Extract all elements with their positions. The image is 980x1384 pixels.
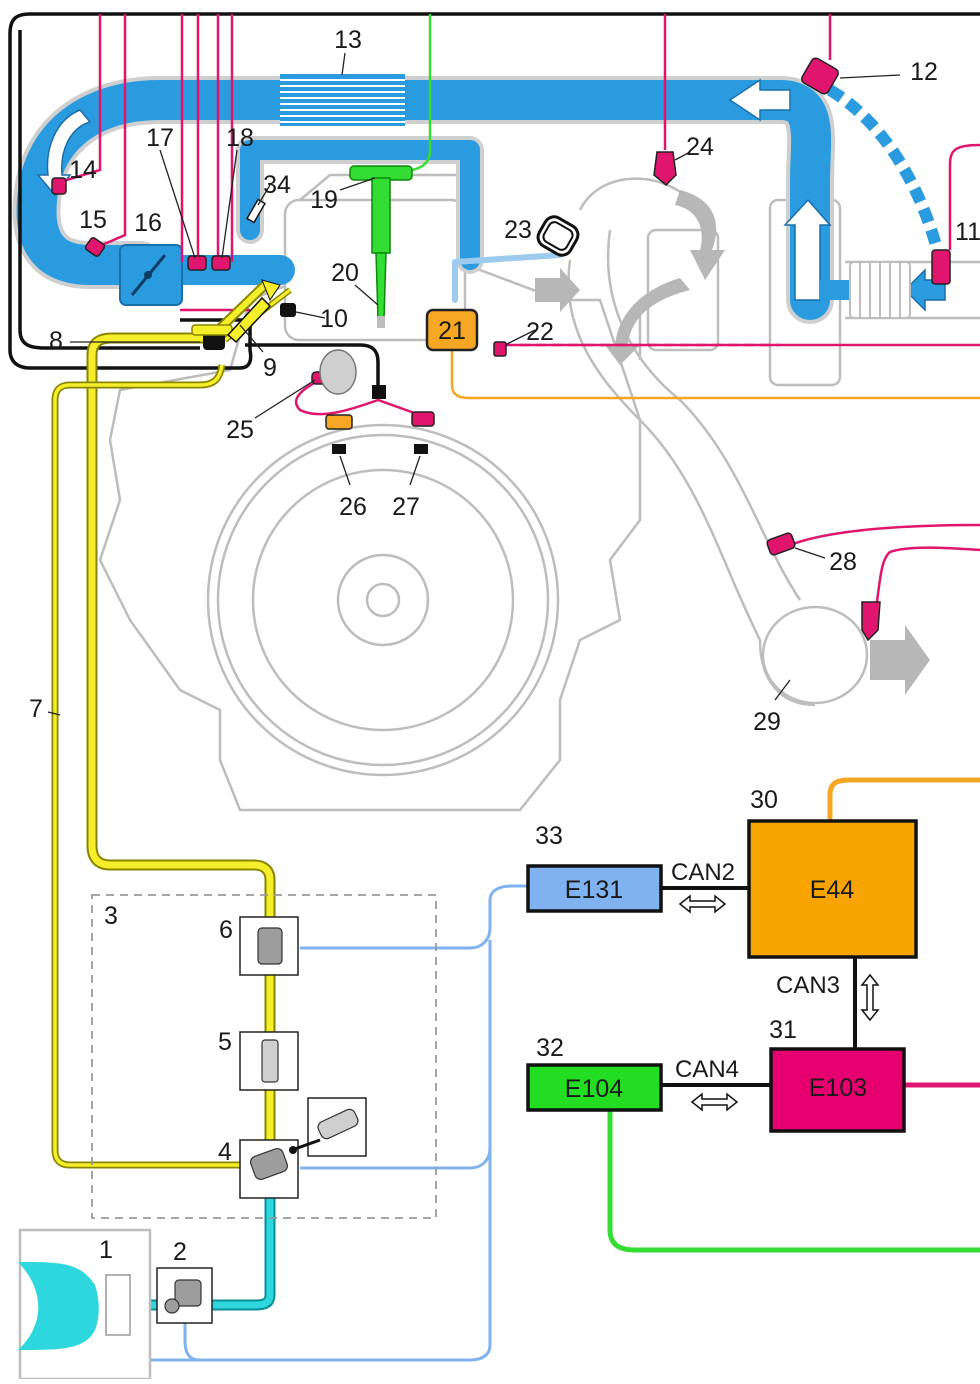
- can3-label: CAN3: [776, 972, 840, 999]
- callout-11: 11: [955, 218, 980, 246]
- callout-14: 14: [69, 156, 97, 184]
- callout-24: 24: [686, 133, 714, 161]
- callout-10: 10: [320, 305, 348, 333]
- callout-6: 6: [219, 916, 233, 944]
- throttle-body: [120, 245, 182, 305]
- exhaust-pipes: [568, 179, 980, 640]
- callout-22: 22: [526, 318, 554, 346]
- callout-13: 13: [334, 26, 362, 54]
- callout-2: 2: [173, 1238, 187, 1266]
- callout-12: 12: [910, 58, 938, 86]
- callout-32: 32: [536, 1034, 564, 1062]
- charge-air-cooler: [280, 74, 405, 126]
- callout-16: 16: [134, 209, 162, 237]
- callout-31: 31: [769, 1016, 797, 1044]
- e44-power-orange: [830, 780, 980, 822]
- callout-34: 34: [263, 171, 291, 199]
- fuel-tank: [18, 1230, 150, 1379]
- callout-26: 26: [339, 493, 367, 521]
- callout-29: 29: [753, 708, 781, 736]
- callout-8: 8: [49, 327, 63, 355]
- callout-25: 25: [226, 416, 254, 444]
- ecu-e103[interactable]: E103: [771, 1049, 904, 1131]
- ecu-e44-label: E44: [810, 876, 855, 904]
- callout-7: 7: [29, 695, 43, 723]
- callout-17: 17: [146, 124, 174, 152]
- ecu-e103-label: E103: [809, 1074, 867, 1102]
- callout-18: 18: [226, 124, 254, 152]
- callout-20: 20: [331, 259, 359, 287]
- callout-9: 9: [263, 354, 277, 382]
- callout-19: 19: [310, 186, 338, 214]
- flywheel: [208, 425, 558, 775]
- callout-30: 30: [750, 786, 778, 814]
- callout-5: 5: [218, 1028, 232, 1056]
- callout-1: 1: [99, 1236, 113, 1264]
- intake-bellow: [850, 262, 910, 318]
- pressure-sensor-joint: [289, 1146, 297, 1154]
- callout-15: 15: [79, 206, 107, 234]
- sensor-23-body: [534, 213, 581, 259]
- ecu-e131[interactable]: E131: [528, 866, 661, 911]
- ecu-e44[interactable]: E44: [749, 821, 916, 957]
- ecu-e131-label: E131: [565, 876, 623, 904]
- can2-label: CAN2: [671, 859, 735, 886]
- blow-by-hose: [830, 90, 940, 260]
- callout-33: 33: [535, 822, 563, 850]
- ecu-e104[interactable]: E104: [528, 1065, 661, 1110]
- callout-21: 21: [438, 317, 466, 345]
- callout-4: 4: [218, 1138, 232, 1166]
- ecu-e104-label: E104: [565, 1075, 623, 1103]
- callout-28: 28: [829, 548, 857, 576]
- callout-3: 3: [104, 902, 118, 930]
- can4-label: CAN4: [675, 1056, 739, 1083]
- exhaust-silencer: [760, 607, 930, 705]
- callout-23: 23: [504, 216, 532, 244]
- callout-27: 27: [392, 493, 420, 521]
- component-pictograms: [165, 928, 360, 1313]
